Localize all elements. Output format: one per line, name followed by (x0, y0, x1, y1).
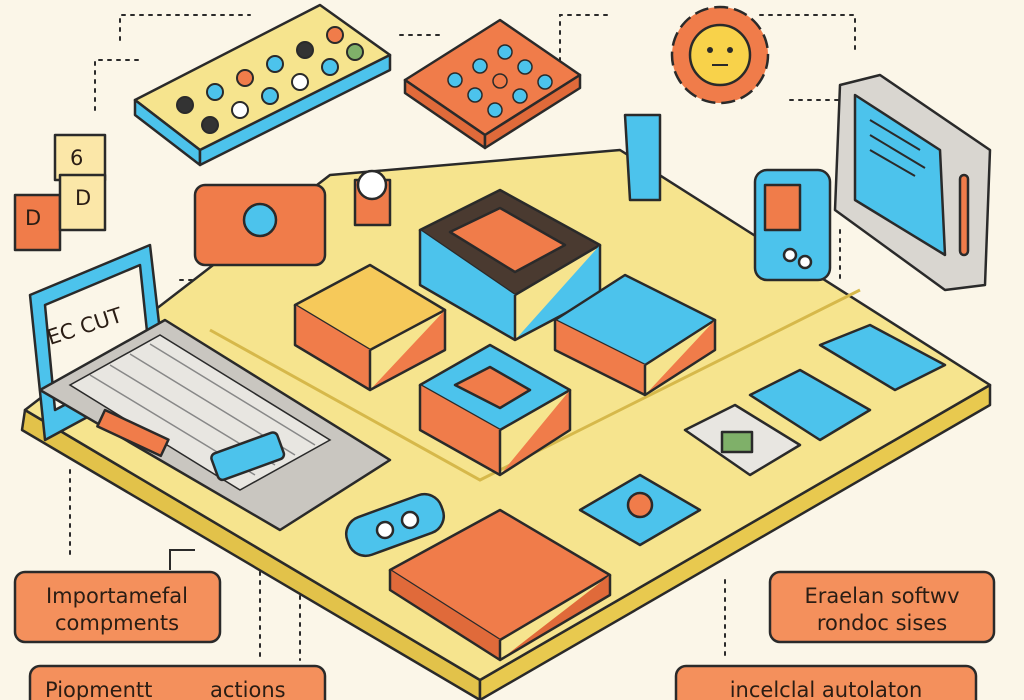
block-letter-left: D (25, 206, 41, 230)
gear-icon (670, 5, 770, 105)
cpu-chip (418, 188, 602, 342)
block-letter-top: 6 (70, 146, 83, 170)
label-line2: compments (55, 611, 179, 635)
chip-orange-camera (193, 183, 327, 267)
slider-module (344, 492, 446, 558)
orange-keypad (403, 18, 582, 150)
connector-bracket (353, 113, 662, 227)
tablet-device (833, 73, 992, 292)
chip-grid (418, 343, 572, 477)
label-software: Eraelan softwv rondoc sises (768, 570, 996, 644)
label-line2: actions (210, 678, 286, 700)
label-line1: Importamefal (46, 584, 188, 608)
orange-pad (388, 508, 612, 662)
letter-blocks: 6 D D (13, 133, 107, 252)
label-line1: Piopmentt (45, 678, 152, 700)
label-actions: Piopmentt actions (28, 664, 327, 700)
chip-blue (553, 273, 717, 397)
component-switches (683, 323, 947, 477)
label-line2: rondoc sises (817, 611, 947, 635)
laptop: EC CUT (28, 243, 392, 532)
label-automation: incelclal autolaton (674, 664, 978, 700)
chip-gold (293, 263, 447, 392)
label-line1: Eraelan softwv (804, 584, 959, 608)
button-panel (133, 3, 392, 167)
sensor-module (578, 473, 702, 547)
label-line1: incelclal autolaton (730, 678, 923, 700)
handheld-device (753, 168, 832, 282)
block-letter-middle: D (75, 186, 91, 210)
label-important-components: Importamefal compments (13, 570, 222, 644)
